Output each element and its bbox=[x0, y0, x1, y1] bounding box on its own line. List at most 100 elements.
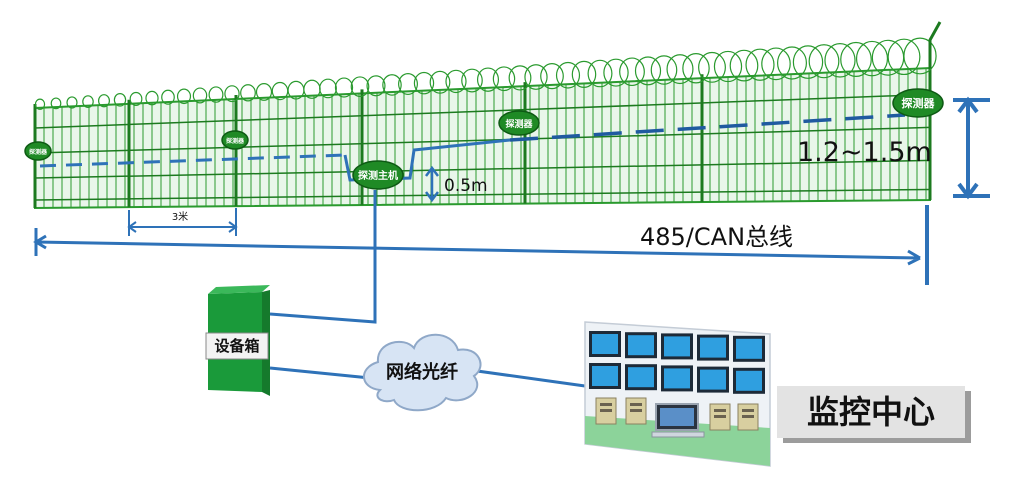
razor-wire-loop bbox=[887, 38, 921, 76]
razor-wire-loop bbox=[840, 41, 872, 77]
video-wall-screen bbox=[700, 337, 726, 358]
spacing-arrow bbox=[127, 208, 238, 236]
host-node-label: 探测主机 bbox=[358, 169, 398, 182]
detector-node-1: 探测器 bbox=[24, 141, 52, 161]
host-node-icon bbox=[352, 160, 404, 190]
razor-wire-loop bbox=[208, 86, 224, 103]
video-wall-screen bbox=[664, 368, 690, 389]
razor-wire-loop bbox=[555, 61, 581, 89]
server-slot bbox=[742, 415, 754, 418]
host-height-dimension: 0.5m bbox=[425, 165, 488, 203]
detector-node-label: 探测器 bbox=[29, 148, 48, 156]
razor-wire-loop bbox=[792, 45, 824, 79]
server-slot bbox=[600, 403, 612, 406]
detector-node-2: 探测器 bbox=[221, 130, 249, 150]
sensing-cable-to-host bbox=[343, 138, 511, 182]
spacing-label: 3米 bbox=[172, 210, 188, 223]
razor-wire-loop bbox=[429, 70, 451, 94]
razor-wire-loop bbox=[745, 48, 775, 81]
cloud-to-center-line bbox=[469, 368, 586, 388]
razor-wire-loop bbox=[255, 83, 273, 101]
razor-wire-loop bbox=[698, 51, 726, 83]
razor-wire-loop bbox=[82, 95, 94, 108]
detector-node-label: 探测器 bbox=[505, 118, 533, 130]
razor-wire-loop bbox=[634, 56, 662, 86]
host-node: 探测主机 bbox=[352, 160, 404, 190]
razor-wire-loop bbox=[319, 78, 337, 99]
detector-node-icon bbox=[221, 130, 249, 150]
razor-wire-loop bbox=[855, 40, 889, 77]
razor-wire-loop bbox=[619, 57, 645, 87]
video-wall-screen bbox=[700, 369, 726, 390]
razor-wire-loop bbox=[224, 85, 240, 103]
razor-wire-loop bbox=[366, 75, 386, 97]
detector-node-icon bbox=[498, 110, 540, 136]
detector-node-icon bbox=[24, 141, 52, 161]
razor-wire-loop bbox=[903, 37, 937, 75]
razor-wire-loop bbox=[113, 93, 127, 107]
equipment-box-label: 设备箱 bbox=[214, 337, 259, 355]
video-wall-screen bbox=[592, 366, 618, 386]
post-top-hook bbox=[928, 21, 942, 68]
fence-horizontal-bars bbox=[34, 93, 931, 201]
razor-wire-loop bbox=[66, 96, 78, 109]
razor-wire-loop bbox=[240, 84, 256, 102]
razor-wire-loop bbox=[540, 63, 564, 90]
box-to-cloud-line bbox=[269, 366, 371, 380]
razor-wire-loop bbox=[808, 44, 840, 79]
video-wall-screen bbox=[736, 338, 762, 359]
razor-wire-loop bbox=[777, 46, 807, 80]
equipment-box-label-bg bbox=[205, 332, 269, 360]
server-slot bbox=[714, 409, 726, 412]
video-wall-screen bbox=[628, 367, 654, 388]
control-center-label: 监控中心 bbox=[807, 393, 935, 431]
server-slot bbox=[714, 415, 726, 418]
razor-wire-loop bbox=[145, 90, 159, 106]
razor-wire-loop bbox=[382, 74, 402, 96]
height-range-dimension: 1.2~1.5m bbox=[797, 96, 990, 200]
razor-wire-loop bbox=[729, 49, 759, 82]
bus-label: 485/CAN总线 bbox=[640, 223, 793, 251]
fence bbox=[33, 21, 942, 210]
sensing-cable-right bbox=[509, 113, 906, 142]
control-center-label-bg bbox=[777, 386, 965, 438]
razor-wire-loop bbox=[682, 53, 710, 84]
razor-wire-loop bbox=[824, 43, 856, 78]
fence-vertical-bars bbox=[34, 68, 927, 208]
razor-wire-loop bbox=[97, 94, 111, 108]
razor-wire-loop bbox=[761, 47, 791, 81]
monitor-screen bbox=[660, 408, 694, 426]
control-center: 监控中心 bbox=[584, 321, 971, 467]
razor-wire-loop bbox=[398, 73, 418, 96]
razor-wire-loop bbox=[666, 54, 694, 85]
host-height-arrow bbox=[425, 165, 439, 203]
host-to-box-line bbox=[269, 190, 377, 324]
razor-wire-loop bbox=[508, 65, 532, 91]
fence-horizontal-bar bbox=[34, 188, 931, 201]
server-slot bbox=[600, 409, 612, 412]
razor-wire-loop bbox=[571, 60, 597, 88]
host-height-label: 0.5m bbox=[444, 176, 488, 196]
razor-wire-loop bbox=[34, 98, 46, 110]
height-range-label: 1.2~1.5m bbox=[797, 137, 932, 168]
connection-lines bbox=[269, 190, 586, 388]
server-slot bbox=[742, 409, 754, 412]
razor-wire-loop bbox=[350, 76, 370, 97]
server-slot bbox=[630, 409, 642, 412]
video-wall-icon bbox=[589, 331, 765, 394]
cloud-icon bbox=[363, 333, 482, 412]
fence-horizontal-bar bbox=[34, 93, 931, 129]
bus-dimension: 485/CAN总线 bbox=[33, 205, 929, 285]
razor-wire-loop bbox=[50, 97, 62, 110]
keyboard bbox=[651, 431, 705, 438]
razor-wire-loop bbox=[413, 71, 435, 95]
razor-wire-loop bbox=[129, 91, 143, 107]
fence-horizontal-bar bbox=[34, 126, 931, 154]
detector-node-icon bbox=[892, 88, 944, 118]
razor-wire-coil bbox=[34, 37, 937, 110]
sensing-cable bbox=[39, 113, 906, 182]
bus-arrow bbox=[33, 228, 921, 266]
video-wall-screen bbox=[592, 334, 618, 354]
video-wall-screen bbox=[628, 335, 654, 356]
fence-posts bbox=[33, 64, 932, 208]
